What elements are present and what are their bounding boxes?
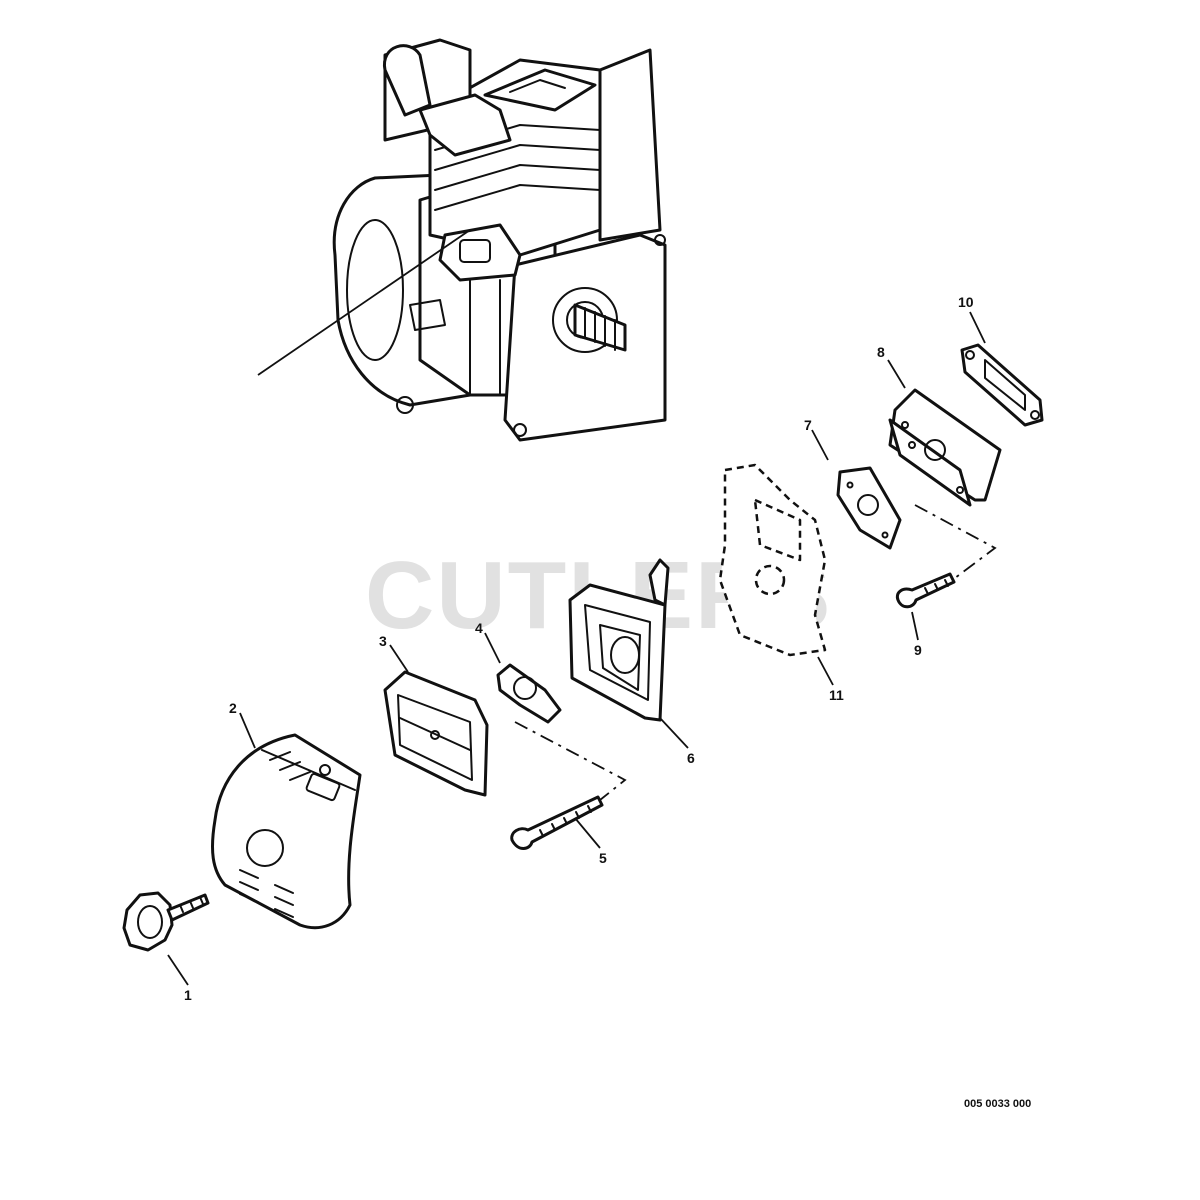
part-4-plate (496, 663, 562, 724)
part-5-screw (510, 795, 604, 850)
assembly-line-5 (514, 721, 627, 801)
part-6-filter-base (568, 558, 670, 722)
part-2-filter-cover (210, 733, 362, 930)
callout-7: 7 (804, 417, 812, 433)
callout-3: 3 (379, 633, 387, 649)
callout-9: 9 (914, 642, 922, 658)
engine-assembly (257, 38, 667, 442)
callout-11: 11 (829, 687, 844, 703)
document-number: 005 0033 000 (964, 1098, 1031, 1110)
part-11-carburetor (718, 463, 827, 657)
callout-2: 2 (229, 700, 237, 716)
callout-5: 5 (599, 850, 607, 866)
callout-8: 8 (877, 344, 885, 360)
callout-1: 1 (184, 987, 192, 1003)
part-1-knob (122, 891, 210, 952)
callout-10: 10 (958, 294, 974, 310)
part-9-screw (895, 572, 956, 609)
callout-4: 4 (475, 620, 483, 636)
callout-6: 6 (687, 750, 695, 766)
part-3-filter-element (383, 670, 489, 797)
callout-leaders (167, 311, 986, 986)
part-7-gasket (836, 466, 902, 550)
part-8-flange (888, 388, 1002, 507)
assembly-line-9 (914, 504, 997, 579)
part-10-gasket (960, 343, 1044, 427)
